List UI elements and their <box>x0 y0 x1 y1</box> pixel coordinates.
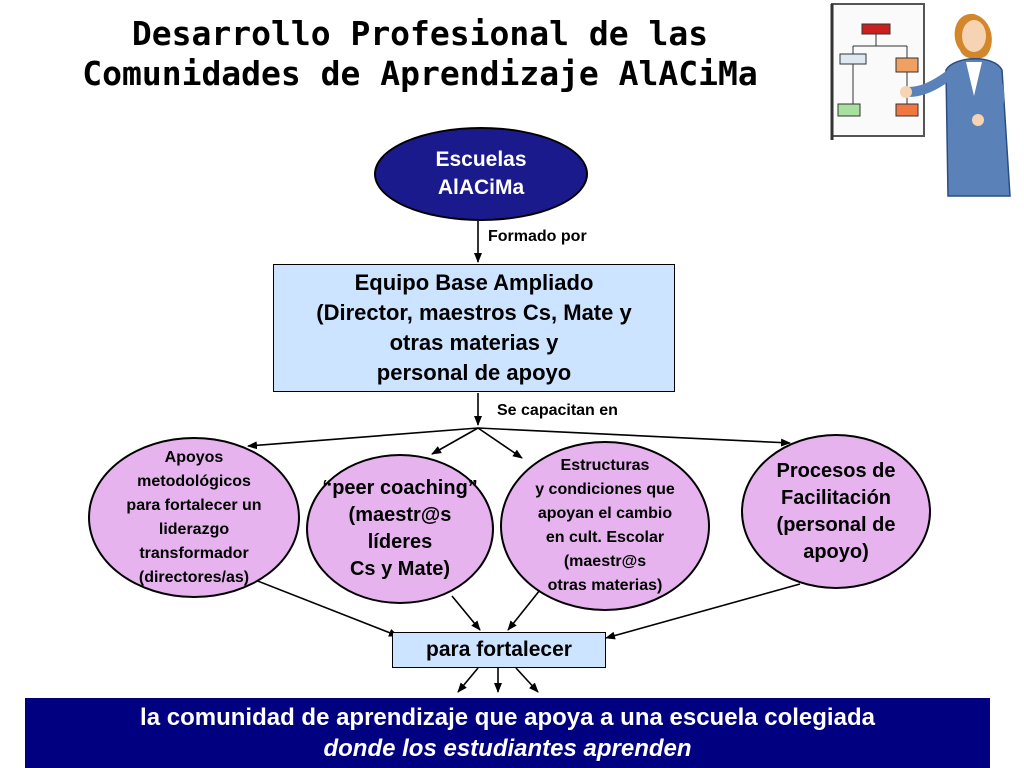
node-text: Procesos de <box>776 459 896 482</box>
presenter-with-flipchart-icon <box>830 3 1011 197</box>
node-text: metodológicos <box>137 472 251 490</box>
node-text: “peer coaching” <box>322 477 478 499</box>
node-text: para fortalecer un <box>126 496 262 514</box>
banner-line-1: la comunidad de aprendizaje que apoya a … <box>140 704 875 731</box>
edge-label-formado-por: Formado por <box>488 228 587 245</box>
node-text: otras materias y <box>389 330 559 355</box>
node-text: Escuelas <box>435 148 527 171</box>
node-text: Facilitación <box>780 486 892 509</box>
node-text: Cs y Mate) <box>349 558 451 580</box>
node-text: otras materias) <box>547 577 663 594</box>
edge-estructuras-fortalecer <box>507 589 541 631</box>
node-text: personal de apoyo <box>376 360 572 385</box>
node-escuelas-alacima: Escuelas AlACiMa <box>374 127 588 221</box>
edge-procesos-fortalecer <box>605 583 801 640</box>
node-text: Estructuras <box>560 457 650 474</box>
node-apoyos-metodologicos: Apoyos metodológicos para fortalecer un … <box>88 437 300 598</box>
node-para-fortalecer: para fortalecer <box>392 632 606 668</box>
node-text: (maestr@s <box>348 504 452 526</box>
node-text: liderazgo <box>158 520 230 538</box>
title-line-2: Comunidades de Aprendizaje AlACiMa <box>82 54 758 93</box>
edge-label-se-capacitan-en: Se capacitan en <box>497 402 618 419</box>
edge-fortalecer-banner-right <box>515 667 539 693</box>
node-peer-coaching: “peer coaching” (maestr@s líderes Cs y M… <box>306 454 494 604</box>
edge-fortalecer-banner-left <box>457 667 479 693</box>
node-text: transformador <box>139 544 249 562</box>
node-equipo-base-ampliado: Equipo Base Ampliado (Director, maestros… <box>273 264 675 392</box>
node-text: en cult. Escolar <box>545 529 665 546</box>
node-procesos-facilitacion: Procesos de Facilitación (personal de ap… <box>741 434 931 589</box>
node-estructuras-condiciones: Estructuras y condiciones que apoyan el … <box>500 441 710 611</box>
edge-junction-estructuras <box>477 427 523 459</box>
edge-apoyos-fortalecer <box>249 577 399 637</box>
node-text: Equipo Base Ampliado <box>354 270 594 295</box>
node-text: (personal de <box>776 513 896 536</box>
edge-junction-apoyos <box>247 427 479 450</box>
node-text: para fortalecer <box>426 638 572 661</box>
node-text: apoyo) <box>803 540 869 563</box>
node-text: (maestr@s <box>563 553 647 570</box>
node-text: AlACiMa <box>437 176 525 199</box>
edge-junction-peer <box>431 427 479 455</box>
node-text: y condiciones que <box>535 481 675 498</box>
node-comunidad-banner: la comunidad de aprendizaje que apoya a … <box>25 698 990 768</box>
node-text: (directores/as) <box>138 568 250 586</box>
node-text: (Director, maestros Cs, Mate y <box>316 300 632 325</box>
banner-line-2: donde los estudiantes aprenden <box>323 735 692 762</box>
node-text: líderes <box>367 531 433 553</box>
node-text: apoyan el cambio <box>537 505 673 522</box>
edge-junction-procesos <box>477 427 791 447</box>
node-text: Apoyos <box>164 448 224 466</box>
edge-peer-fortalecer <box>451 595 481 631</box>
title-line-1: Desarrollo Profesional de las <box>131 14 709 53</box>
page-title: Desarrollo Profesional de las Comunidade… <box>0 14 840 94</box>
